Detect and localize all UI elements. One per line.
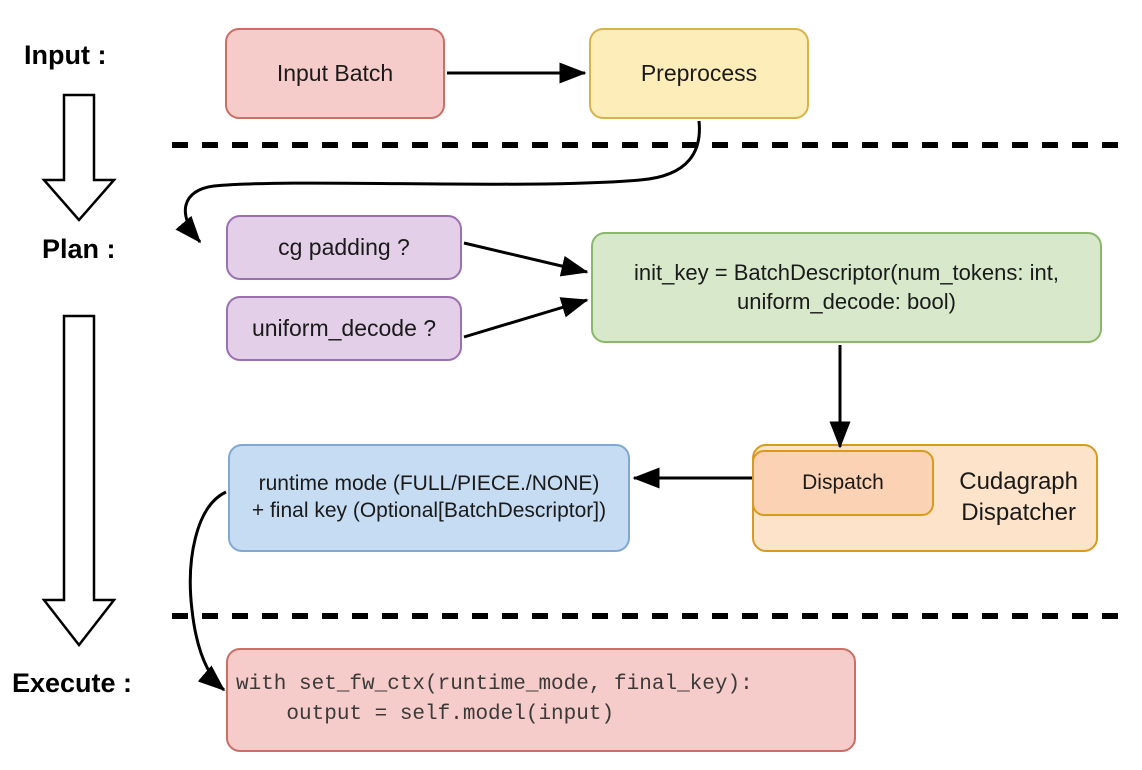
node-uniform-decode[interactable]: uniform_decode ? (226, 296, 462, 361)
node-preprocess-label: Preprocess (640, 59, 758, 86)
node-init-key[interactable]: init_key = BatchDescriptor(num_tokens: i… (591, 232, 1102, 343)
node-input-batch[interactable]: Input Batch (225, 28, 445, 119)
node-uniform-decode-label: uniform_decode ? (251, 314, 437, 341)
node-dispatch[interactable]: Dispatch (752, 450, 934, 516)
plan-to-execute-block-arrow (41, 314, 117, 648)
node-execute-code[interactable]: with set_fw_ctx(runtime_mode, final_key)… (226, 648, 856, 752)
node-runtime-mode[interactable]: runtime mode (FULL/PIECE./NONE) + final … (228, 444, 630, 552)
input-to-plan-block-arrow (41, 93, 117, 222)
node-init-key-label: init_key = BatchDescriptor(num_tokens: i… (634, 260, 1059, 314)
node-dispatch-label: Dispatch (802, 470, 884, 494)
arrow-runtime-mode-to-code (188, 490, 227, 692)
stage-label-input: Input : (24, 40, 107, 70)
node-input-batch-label: Input Batch (276, 59, 394, 86)
stage-label-execute: Execute : (12, 668, 133, 698)
stage-label-plan: Plan : (42, 234, 116, 264)
node-preprocess[interactable]: Preprocess (589, 28, 809, 119)
arrow-cg-padding-to-init-key (463, 241, 589, 277)
node-cudagraph-dispatcher-label: Cudagraph Dispatcher (959, 468, 1078, 526)
node-execute-code-label: with set_fw_ctx(runtime_mode, final_key)… (236, 672, 753, 726)
node-cg-padding[interactable]: cg padding ? (226, 215, 462, 280)
arrow-uniform-decode-to-init-key (463, 297, 589, 339)
node-runtime-mode-label: runtime mode (FULL/PIECE./NONE) + final … (251, 472, 607, 522)
node-cg-padding-label: cg padding ? (278, 233, 410, 260)
